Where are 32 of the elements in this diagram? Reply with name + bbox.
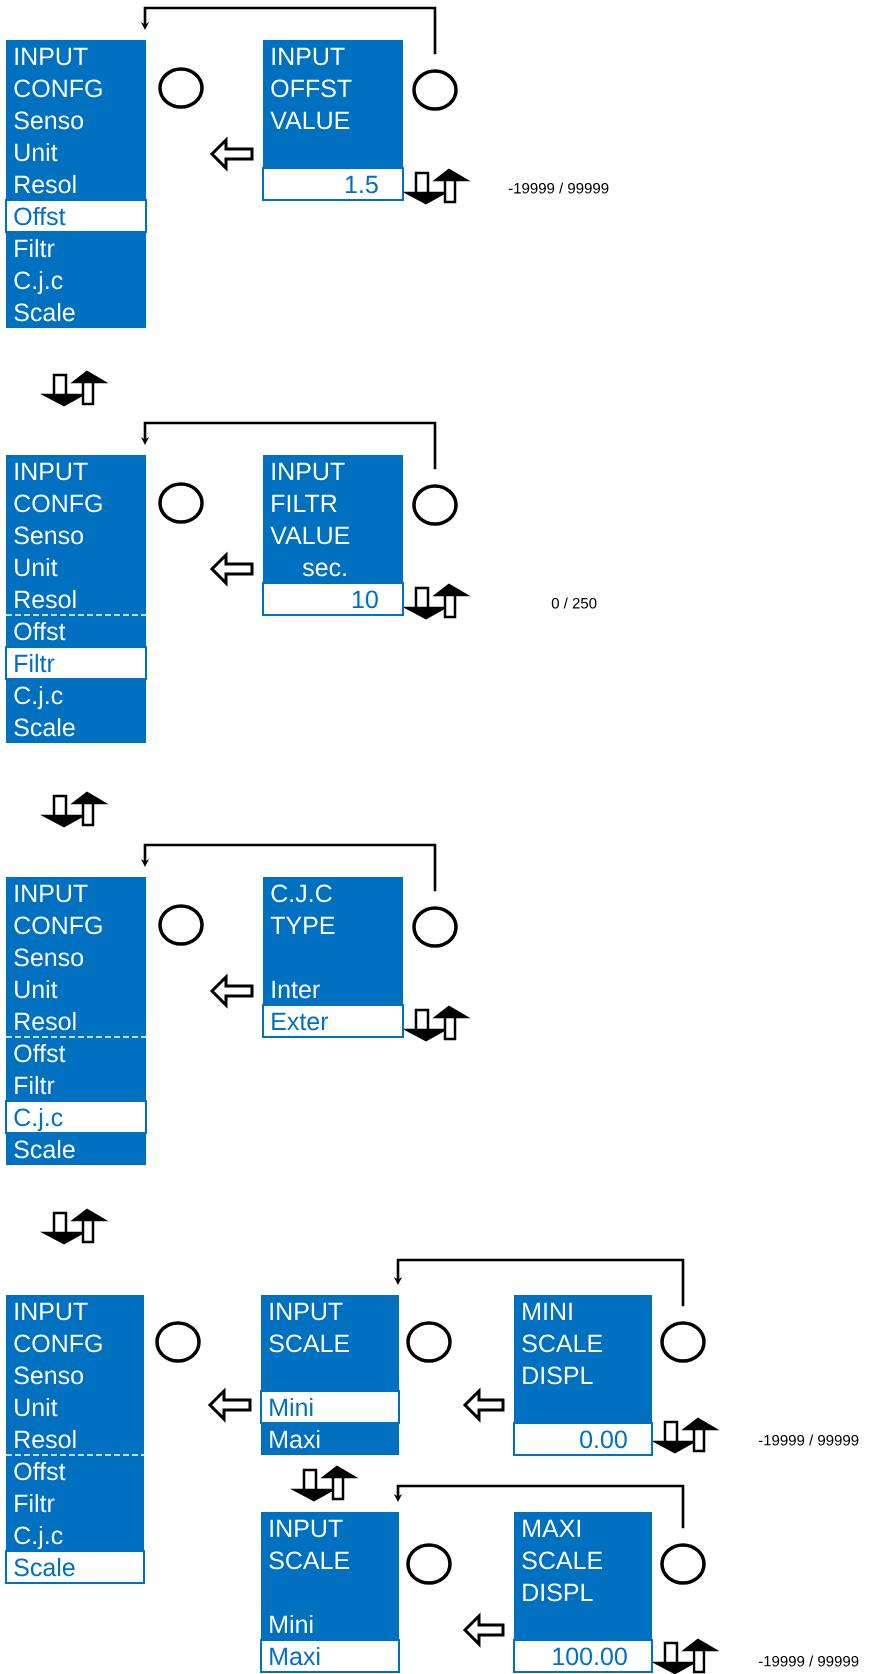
range-label: -19999 / 99999 (758, 1655, 859, 1667)
key-circle (155, 1321, 201, 1363)
hollow-arrow (462, 1387, 505, 1423)
highlighted-item: Mini (260, 1390, 400, 1424)
highlighted-item: Offst (5, 199, 147, 233)
highlighted-item: Exter (262, 1004, 404, 1038)
key-circle (412, 69, 458, 111)
key-circle (660, 1543, 706, 1585)
highlighted-item: Maxi (260, 1639, 400, 1673)
hollow-arrow (209, 136, 254, 172)
range-label: -19999 / 99999 (758, 1434, 859, 1446)
hollow-arrow (209, 973, 254, 1009)
range-label: 0 / 250 (551, 597, 597, 609)
key-circle (158, 904, 204, 946)
key-circle (158, 67, 204, 109)
hollow-arrow (207, 1387, 252, 1423)
hollow-arrow (462, 1612, 505, 1648)
key-circle (406, 1321, 452, 1363)
highlighted-item: Filtr (5, 646, 147, 680)
value-field: 1.5 (262, 167, 404, 201)
key-circle (412, 906, 458, 948)
highlighted-item: C.j.c (5, 1100, 147, 1134)
hollow-arrow (209, 551, 254, 587)
key-circle (406, 1543, 452, 1585)
highlighted-item: Scale (5, 1550, 145, 1584)
value-field: 0.00 (513, 1422, 653, 1456)
key-circle (158, 482, 204, 524)
value-field: 10 (262, 582, 404, 616)
key-circle (412, 484, 458, 526)
value-field: 100.00 (513, 1639, 653, 1673)
range-label: -19999 / 99999 (508, 182, 609, 194)
key-circle (660, 1321, 706, 1363)
